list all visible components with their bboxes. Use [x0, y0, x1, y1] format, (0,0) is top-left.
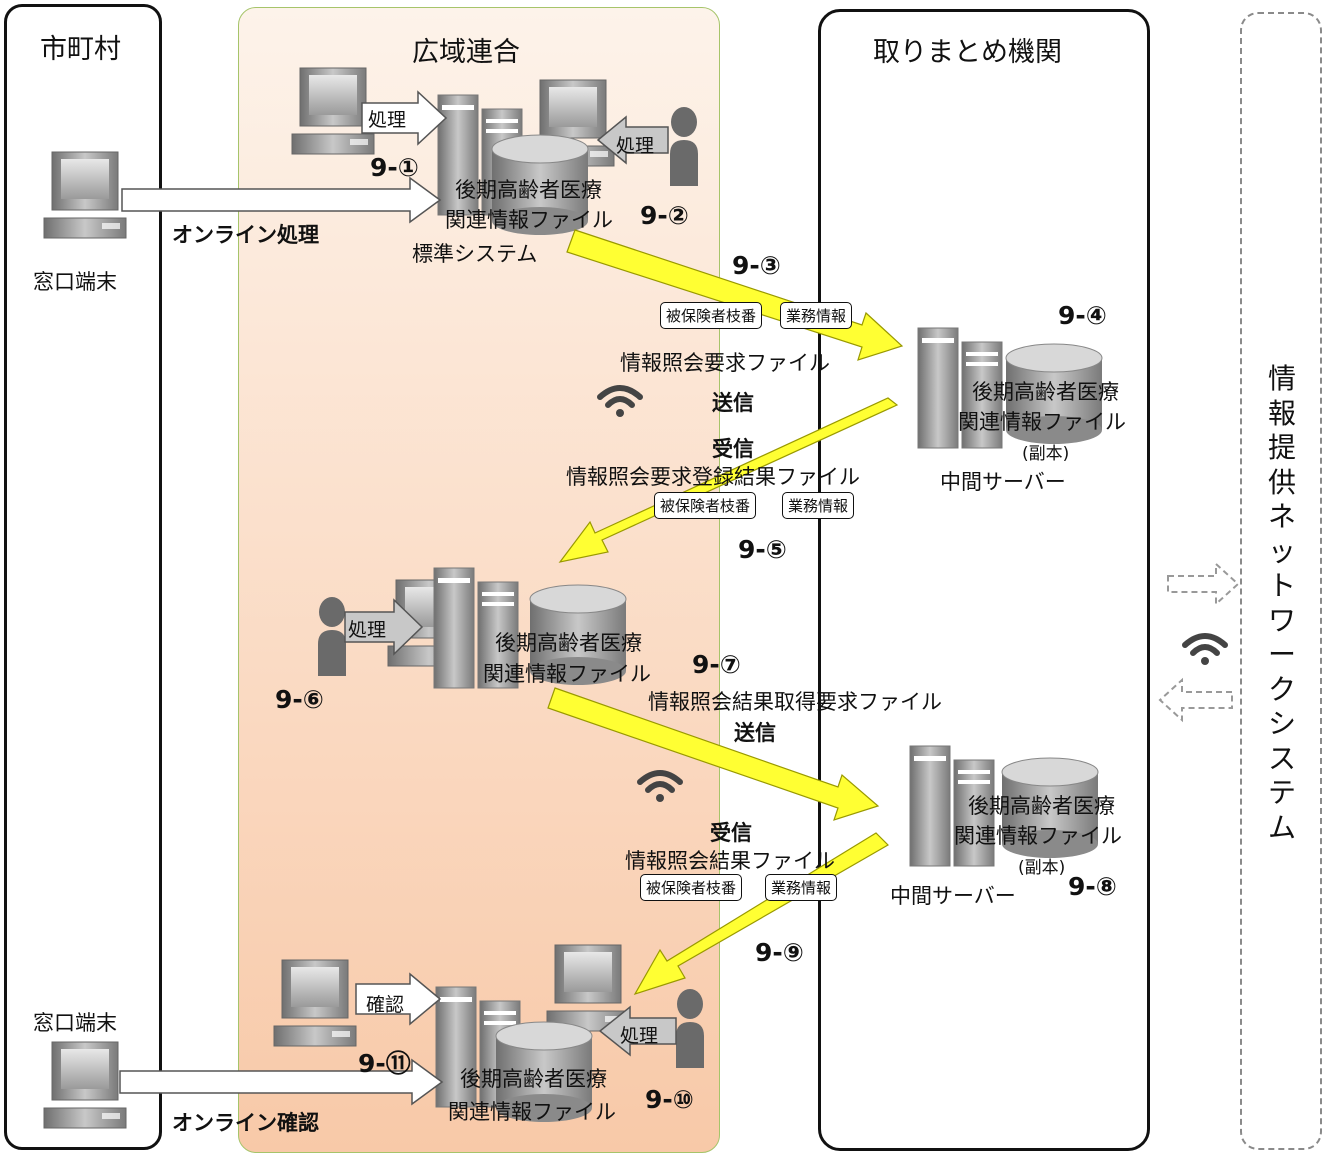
wifi-icon	[600, 388, 640, 417]
step-label: 9-⑨	[755, 938, 804, 967]
process-label: 処理	[348, 619, 387, 641]
step-label: 9-⑥	[275, 685, 324, 714]
copy-note: (副本)	[1022, 444, 1070, 464]
online-confirm-label: オンライン確認	[172, 1111, 319, 1135]
computer-icon	[43, 151, 127, 239]
step-label: 9-⑤	[738, 535, 787, 564]
file-inquiry-result: 情報照会結果ファイル	[625, 849, 835, 873]
online-process-label: オンライン処理	[172, 223, 319, 247]
arrow-icon	[1158, 677, 1233, 723]
arrow-icon	[566, 229, 904, 361]
step-label: 9-⑩	[645, 1085, 694, 1114]
lane-network	[1240, 12, 1322, 1150]
lane-title-wide-area: 広域連合	[412, 37, 520, 68]
arrow-icon	[598, 1005, 677, 1057]
person-icon	[670, 107, 698, 186]
db-label-line2: 関連情報ファイル	[958, 410, 1126, 434]
standard-system-label: 標準システム	[412, 242, 538, 266]
process-label: 処理	[616, 135, 655, 157]
step-label: 9-④	[1058, 301, 1107, 330]
insured-branch-tag: 被保険者枝番	[640, 874, 743, 901]
insured-branch-tag: 被保険者枝番	[660, 302, 763, 329]
copy-note: (副本)	[1018, 858, 1066, 878]
send-label: 送信	[712, 391, 754, 415]
intermediate-server-label: 中間サーバー	[940, 470, 1066, 494]
wifi-icon	[640, 773, 680, 802]
insured-branch-tag: 被保険者枝番	[654, 492, 757, 519]
lane-title-network: 情報提供ネットワークシステム	[1267, 362, 1296, 844]
receive-label: 受信	[712, 437, 754, 461]
arrow-icon	[121, 176, 442, 224]
db-label-line2: 関連情報ファイル	[483, 662, 651, 686]
receive-label: 受信	[710, 821, 752, 845]
step-label: 9-②	[640, 201, 689, 230]
arrow-icon	[361, 90, 448, 146]
file-inquiry-result-request: 情報照会結果取得要求ファイル	[648, 690, 942, 714]
db-label-line1: 後期高齢者医療	[455, 178, 602, 202]
process-label: 処理	[620, 1025, 659, 1047]
step-label: 9-①	[370, 153, 419, 182]
db-label-line1: 後期高齢者医療	[968, 794, 1115, 818]
db-label-line2: 関連情報ファイル	[448, 1100, 616, 1124]
window-terminal-label-bottom: 窓口端末	[33, 1011, 117, 1035]
business-info-tag: 業務情報	[780, 302, 853, 329]
arrow-icon	[547, 687, 880, 821]
business-info-tag: 業務情報	[765, 874, 838, 901]
db-label-line2: 関連情報ファイル	[954, 824, 1122, 848]
db-label-line1: 後期高齢者医療	[972, 380, 1119, 404]
step-label: 9-⑪	[358, 1049, 411, 1078]
step-label: 9-⑧	[1068, 872, 1117, 901]
db-label-line2: 関連情報ファイル	[445, 208, 613, 232]
arrow-icon	[344, 598, 424, 656]
computer-icon	[273, 959, 357, 1047]
arrow-icon	[119, 1058, 444, 1106]
step-label: 9-③	[732, 251, 781, 280]
window-terminal-label-top: 窓口端末	[33, 270, 117, 294]
send-label: 送信	[734, 721, 776, 745]
lane-title-aggregator: 取りまとめ機関	[873, 37, 1062, 68]
computer-icon	[43, 1041, 127, 1129]
file-inquiry-request-result: 情報照会要求登録結果ファイル	[566, 465, 860, 489]
db-label-line1: 後期高齢者医療	[460, 1067, 607, 1091]
arrow-icon	[355, 972, 442, 1026]
arrow-icon	[1167, 561, 1240, 607]
lane-title-municipality: 市町村	[40, 34, 121, 65]
arrow-icon	[596, 115, 669, 165]
confirm-label: 確認	[366, 994, 405, 1016]
arrow-icon	[558, 397, 899, 563]
arrow-icon	[633, 832, 889, 996]
person-icon	[676, 989, 704, 1068]
person-icon	[318, 597, 346, 676]
db-label-line1: 後期高齢者医療	[495, 631, 642, 655]
intermediate-server-label: 中間サーバー	[890, 884, 1016, 908]
step-label: 9-⑦	[692, 650, 741, 679]
lane-aggregator	[818, 9, 1150, 1151]
process-label: 処理	[368, 109, 407, 131]
file-inquiry-request: 情報照会要求ファイル	[620, 351, 830, 375]
lane-municipality	[4, 4, 162, 1150]
wifi-icon	[1185, 636, 1225, 665]
business-info-tag: 業務情報	[782, 492, 855, 519]
